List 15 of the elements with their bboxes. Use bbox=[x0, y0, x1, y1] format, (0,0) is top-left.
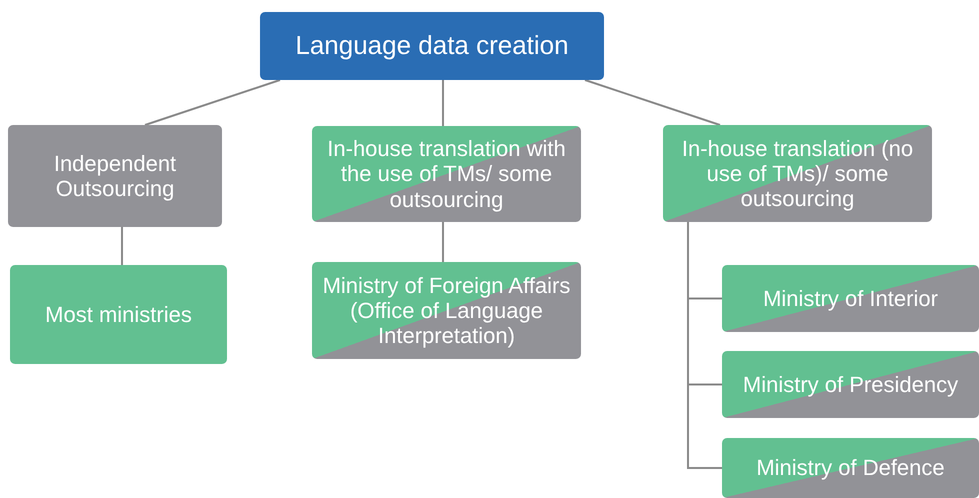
org-box: In-house translation with the use of TMs/ some outsourcing bbox=[312, 126, 581, 222]
connector-line bbox=[442, 222, 444, 262]
org-box: Most ministries bbox=[10, 265, 227, 364]
connector-line bbox=[442, 80, 444, 126]
org-box: Ministry of Interior bbox=[722, 265, 979, 332]
org-box: Ministry of Defence bbox=[722, 438, 979, 498]
connector-line bbox=[687, 222, 722, 469]
org-box: In-house translation (no use of TMs)/ some outsourcing bbox=[663, 125, 932, 222]
title-box: Language data creation bbox=[260, 12, 604, 80]
org-box: Ministry of Presidency bbox=[722, 351, 979, 418]
org-box: Independent Outsourcing bbox=[8, 125, 222, 227]
connector-line bbox=[584, 79, 720, 126]
connector-line bbox=[144, 79, 280, 126]
org-box: Ministry of Foreign Affairs (Office of Language Interpretation) bbox=[312, 262, 581, 359]
connector-line bbox=[121, 227, 123, 265]
